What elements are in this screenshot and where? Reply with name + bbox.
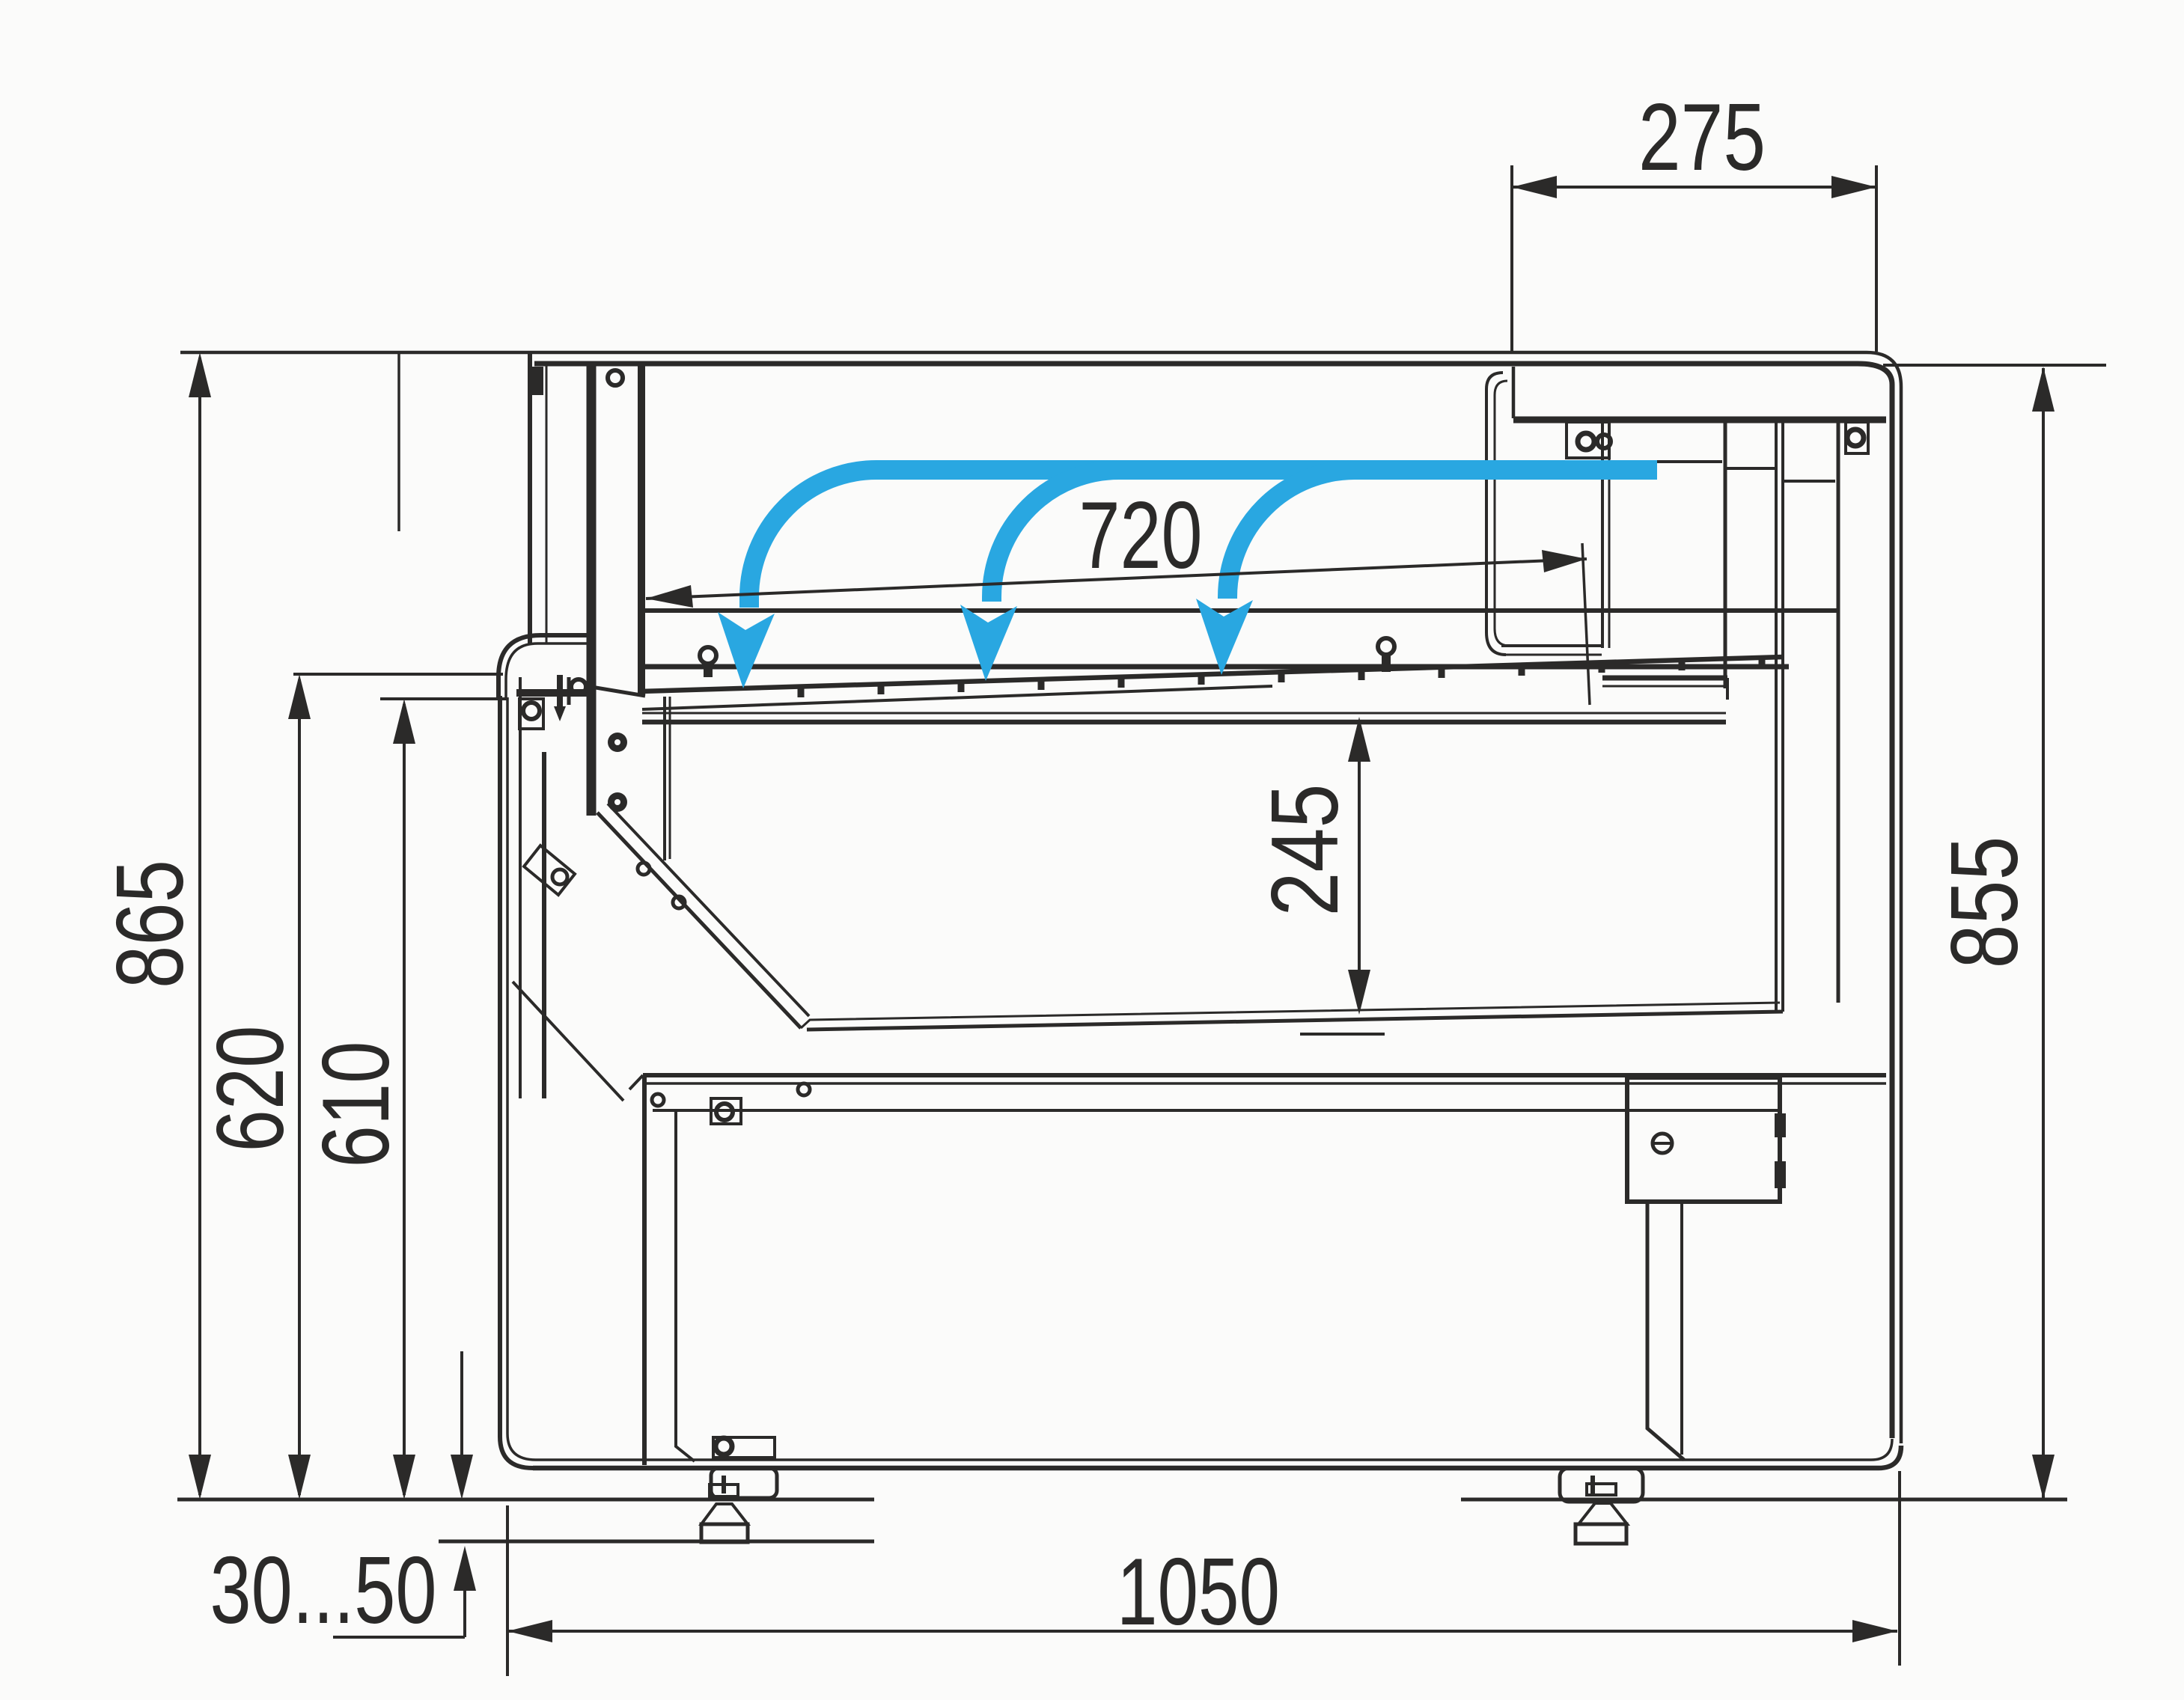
svg-text:245: 245 [1251,784,1358,917]
svg-text:1050: 1050 [1117,1538,1280,1645]
svg-text:275: 275 [1638,84,1766,190]
svg-text:620: 620 [197,1026,303,1152]
svg-text:610: 610 [302,1042,409,1168]
svg-text:720: 720 [1079,482,1203,588]
svg-text:865: 865 [97,860,203,988]
svg-text:30...50: 30...50 [210,1537,437,1643]
svg-text:855: 855 [1931,837,2037,969]
